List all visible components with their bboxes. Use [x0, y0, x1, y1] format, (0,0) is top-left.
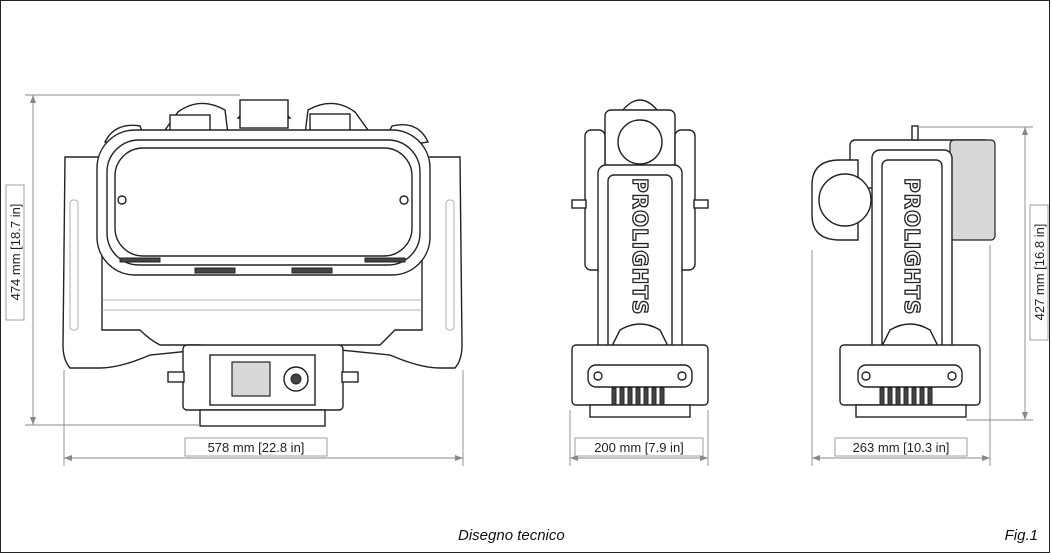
front-view [62, 99, 463, 427]
dimension-lines [25, 94, 1033, 466]
front-head [96, 129, 431, 276]
front-width-label: 578 mm [22.8 in] [208, 440, 305, 455]
dimension-arrows [30, 95, 1028, 461]
side-right-brand: PROLIGHTS [900, 178, 924, 315]
side-left-width-label: 200 mm [7.9 in] [594, 440, 684, 455]
drawing-title: Disegno tecnico [458, 527, 565, 544]
side-view-left: PROLIGHTS [571, 99, 709, 418]
front-height-label: 474 mm [18.7 in] [8, 204, 23, 301]
side-right-width-label: 263 mm [10.3 in] [853, 440, 950, 455]
front-base [167, 344, 359, 427]
side-left-brand: PROLIGHTS [628, 178, 652, 315]
side-right-height-label: 427 mm [16.8 in] [1032, 224, 1047, 321]
figure-number: Fig.1 [1004, 527, 1038, 544]
side-view-right: PROLIGHTS [811, 125, 996, 418]
